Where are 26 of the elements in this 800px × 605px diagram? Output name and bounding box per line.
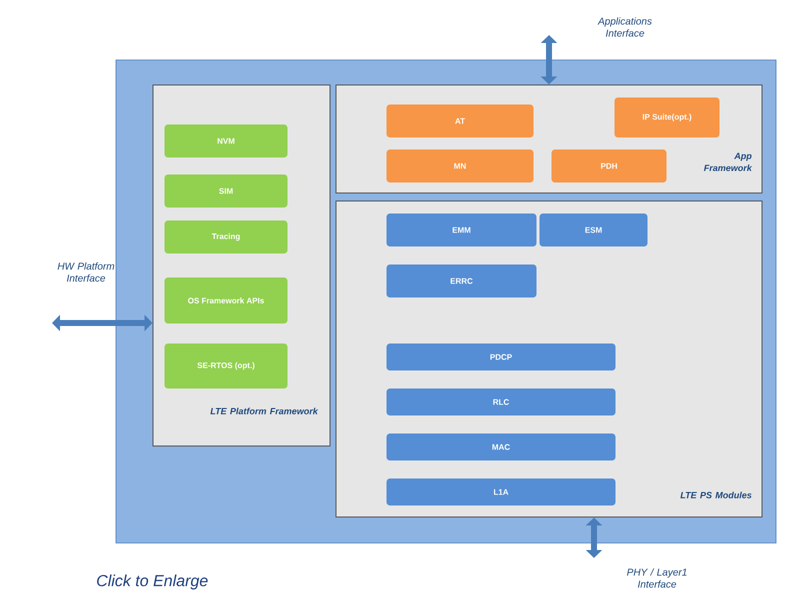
module-box: L1A [386,478,616,506]
module-box: MN [386,150,534,182]
module-box: SE-RTOS (opt.) [164,344,288,388]
module-box: PDCP [386,344,616,370]
module-box: Tracing [164,220,288,254]
double-arrow [540,35,558,84]
interface-label: HW Platform Interface [58,262,114,282]
panel-heading: LTE Platform Framework [210,408,318,414]
double-arrow [586,518,602,558]
link-text: Click to Enlarge [97,574,208,590]
module-box: RLC [386,388,616,416]
module-box: AT [386,104,534,138]
module-box: EMM [386,214,536,246]
interface-label: Applications Interface [598,17,652,37]
module-box: PDH [552,150,666,182]
panel-heading: App Framework [704,152,752,172]
module-box: OS Framework APIs [164,278,288,324]
module-box: IP Suite(opt.) [614,98,720,138]
panel-heading: LTE PS Modules [680,492,752,498]
module-box: MAC [386,434,616,460]
interface-label: PHY / Layer1 Interface [627,568,686,588]
module-box: NVM [164,124,288,158]
double-arrow [52,314,152,332]
module-box: ERRC [386,264,536,298]
module-box: ESM [540,214,648,246]
module-box: SIM [164,174,288,208]
